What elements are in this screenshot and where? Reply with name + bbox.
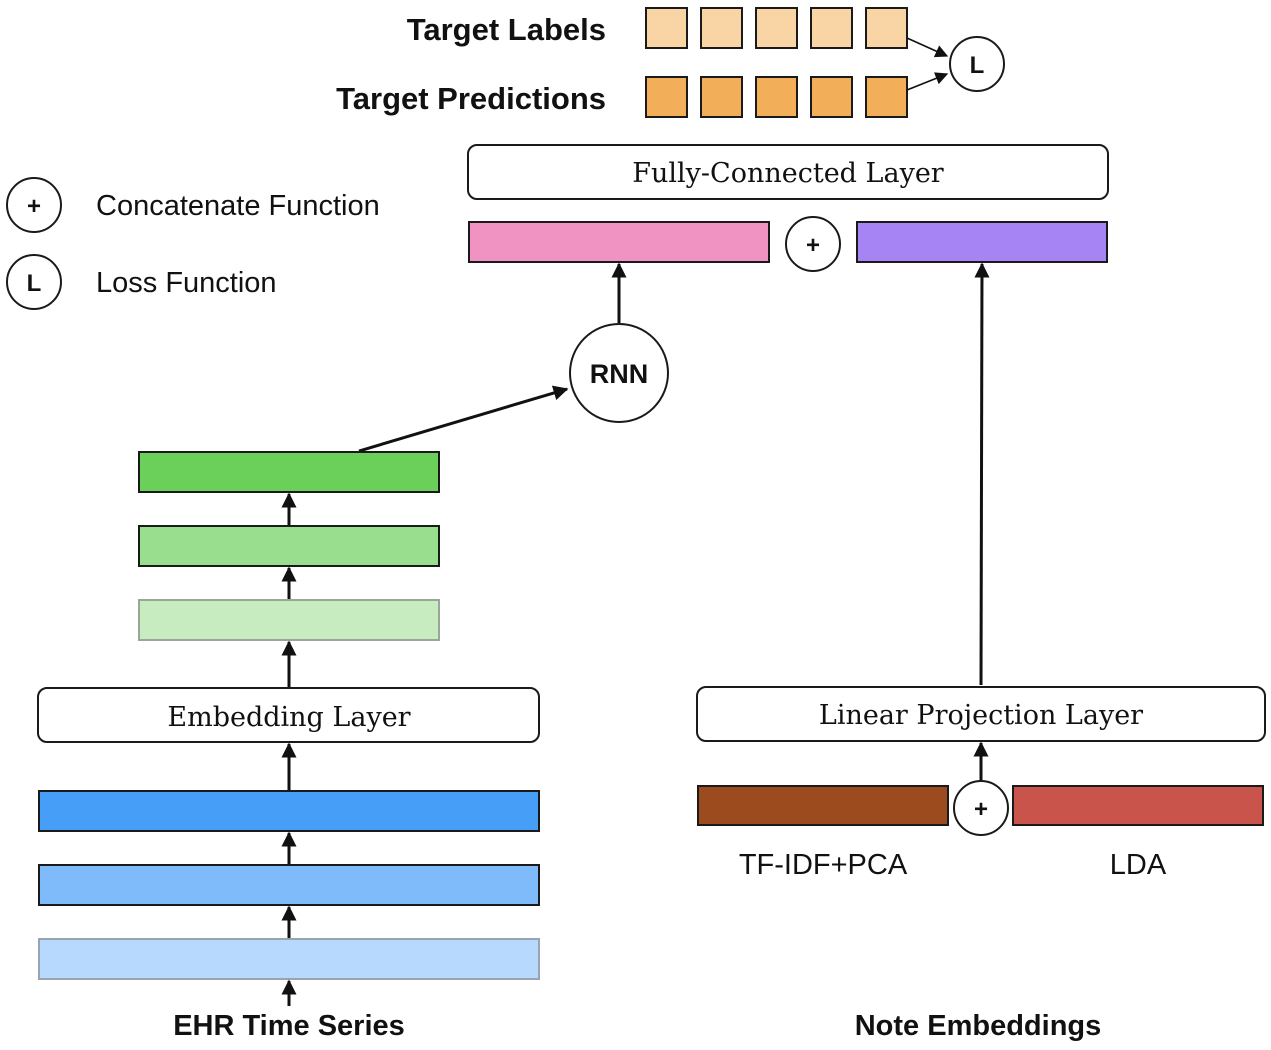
legend-concat-symbol: +	[27, 193, 41, 220]
blue-vector-bottom	[38, 938, 540, 980]
green-vector-top	[138, 451, 440, 493]
rnn-circle	[569, 323, 669, 423]
linear-projection-layer-label: Linear Projection Layer	[819, 700, 1143, 731]
legend-concat-label: Concatenate Function	[96, 190, 380, 222]
legend-loss-label: Loss Function	[96, 267, 277, 299]
loss-circle	[949, 36, 1005, 92]
target-label-box	[645, 7, 688, 49]
target-label-box	[810, 7, 853, 49]
blue-vector-middle	[38, 864, 540, 906]
fully-connected-layer-box	[467, 144, 1109, 200]
legend-loss-icon	[6, 254, 62, 310]
ehr-time-series-title: EHR Time Series	[173, 1010, 405, 1042]
target-prediction-box	[755, 76, 798, 118]
notes-concat-symbol: +	[974, 796, 988, 823]
target-predictions-title: Target Predictions	[336, 81, 606, 116]
embedding-layer-box	[37, 687, 540, 743]
linear-projection-layer-box	[696, 686, 1266, 742]
predictions-to-loss-arrow	[906, 72, 949, 91]
embedding-layer-label: Embedding Layer	[167, 702, 410, 733]
target-prediction-box	[810, 76, 853, 118]
green-vector-middle	[138, 525, 440, 567]
tfidf-pca-vector	[697, 785, 949, 826]
lda-label: LDA	[1110, 849, 1167, 881]
target-prediction-box	[645, 76, 688, 118]
blue-vector-top	[38, 790, 540, 832]
target-label-box	[755, 7, 798, 49]
legend-loss-symbol: L	[27, 270, 42, 297]
loss-symbol: L	[970, 52, 985, 79]
target-prediction-box	[865, 76, 908, 118]
top-concat-symbol: +	[806, 232, 820, 259]
rnn-label: RNN	[590, 359, 649, 389]
target-label-boxes	[645, 7, 908, 49]
notes-output-vector	[856, 221, 1108, 263]
lda-vector	[1012, 785, 1264, 826]
note-embeddings-title: Note Embeddings	[855, 1010, 1102, 1042]
target-label-box	[865, 7, 908, 49]
top-concat-circle	[785, 216, 841, 272]
projection-to-notes-output-arrow	[974, 262, 990, 686]
target-prediction-boxes	[645, 76, 908, 118]
embedding-to-rnn-arrow	[358, 385, 569, 453]
green-vector-bottom	[138, 599, 440, 641]
rnn-output-vector	[468, 221, 770, 263]
tfidf-pca-label: TF-IDF+PCA	[739, 849, 908, 881]
target-label-box	[700, 7, 743, 49]
legend-concat-icon	[6, 177, 62, 233]
fully-connected-layer-label: Fully-Connected Layer	[632, 158, 944, 189]
notes-concat-circle	[953, 780, 1009, 836]
target-labels-title: Target Labels	[407, 12, 606, 47]
labels-to-loss-arrow	[906, 37, 949, 58]
target-prediction-box	[700, 76, 743, 118]
